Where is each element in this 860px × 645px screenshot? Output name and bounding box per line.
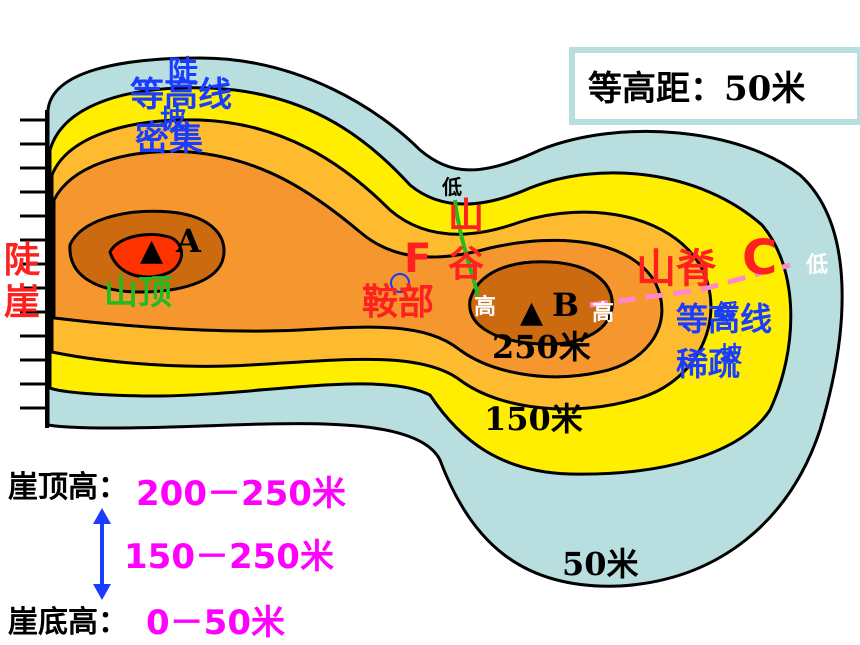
cliff-top-value: 200－250米 bbox=[136, 474, 346, 514]
dense-label-line1: 等高线 bbox=[130, 75, 232, 115]
letter-c: C bbox=[742, 230, 777, 286]
saddle-label: 鞍部 bbox=[362, 282, 434, 323]
interval-text: 等高距：50米 bbox=[588, 69, 805, 109]
low-mark-ridge: 低 bbox=[805, 252, 828, 278]
gentle-label-extra-2: 坡 bbox=[720, 343, 742, 368]
contour-label-150: 150米 bbox=[484, 400, 583, 438]
gentle-label-extra-1: 缓 bbox=[716, 300, 739, 326]
valley-label-2: 谷 bbox=[448, 244, 484, 285]
zone-above-250 bbox=[108, 233, 183, 279]
contour-label-50: 50米 bbox=[562, 545, 639, 583]
peak-b-marker: ▲ bbox=[520, 295, 543, 330]
arrow-up-head bbox=[93, 508, 111, 524]
sparse-label-line1: 等高线 bbox=[676, 300, 772, 338]
summit-label: 山顶 bbox=[104, 273, 172, 313]
cliff-label-2: 崖 bbox=[4, 282, 40, 323]
steep-label-top: 陡 bbox=[168, 55, 199, 90]
peak-b-label: B bbox=[552, 286, 579, 324]
letter-f: F bbox=[404, 236, 431, 282]
sparse-label-line2: 稀疏 bbox=[676, 345, 740, 383]
valley-label-1: 山 bbox=[448, 196, 484, 237]
cliff-label-1: 陡 bbox=[4, 240, 41, 281]
saddle-mark bbox=[390, 273, 410, 293]
peak-a-label: A bbox=[175, 222, 202, 260]
arrow-down-head bbox=[93, 584, 111, 600]
ridge-label: 山脊 bbox=[636, 246, 717, 292]
high-mark-ridge: 高 bbox=[592, 300, 614, 326]
dense-label-line2: 密集 bbox=[135, 119, 203, 159]
cliff-diff-value: 150－250米 bbox=[124, 537, 334, 577]
zone-200-250 bbox=[68, 209, 614, 346]
low-mark-valley: 低 bbox=[441, 175, 462, 199]
cliff-bottom-value: 0－50米 bbox=[146, 603, 285, 643]
steep-label-extra: 坡 bbox=[160, 105, 186, 135]
peak-a-marker: ▲ bbox=[140, 233, 163, 268]
contour-label-250: 250米 bbox=[492, 328, 591, 366]
valley-line bbox=[453, 199, 480, 296]
cliff-bottom-label: 崖底高： bbox=[8, 605, 128, 640]
interval-box bbox=[569, 47, 860, 125]
high-mark-valley: 高 bbox=[474, 294, 496, 320]
cliff-top-label: 崖顶高： bbox=[8, 470, 128, 505]
ridge-line bbox=[589, 262, 791, 308]
cliff-hatch bbox=[20, 118, 47, 410]
